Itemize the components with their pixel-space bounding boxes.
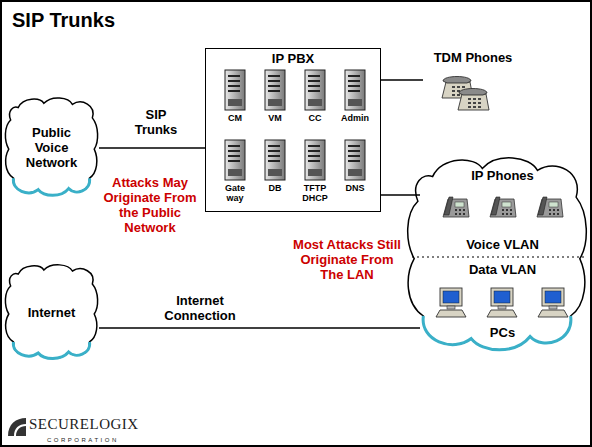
server-label: CC (298, 113, 332, 123)
node-label: IP Phones (420, 168, 585, 183)
server-tower (344, 139, 366, 181)
server-icon: CC (298, 69, 332, 129)
server-label: TFTP DHCP (298, 183, 332, 203)
server-icon: CM (218, 69, 252, 129)
server-icon: Gate way (218, 139, 252, 209)
phone-group: TDM Phones (423, 50, 523, 116)
trunk-line (99, 327, 420, 329)
logo-mark (8, 418, 26, 436)
node-label: Public Voice Network (22, 125, 81, 170)
server-label: VM (258, 113, 292, 123)
server-label: CM (218, 113, 252, 123)
logo-text: SECURELOGIX (29, 417, 159, 432)
pc-icon (436, 288, 466, 317)
server-tower (344, 69, 366, 111)
node-label: IP PBX (210, 51, 376, 66)
ip-phone-icon (490, 197, 516, 217)
tdm-phone-icon (458, 89, 489, 111)
server-icon: DNS (338, 139, 372, 209)
server-label: DNS (338, 183, 372, 193)
node-sublabel: PCs (420, 325, 585, 340)
cloud-outline (5, 98, 97, 195)
logo-subtext: CORPORATION (47, 436, 167, 444)
trunk-line (381, 194, 420, 196)
server-tower (264, 139, 286, 181)
server-tower (224, 139, 246, 181)
edge-label: Internet Connection (158, 293, 242, 323)
slide-title: SIP Trunks (12, 9, 115, 32)
warning-note: Attacks May Originate From the Public Ne… (96, 175, 204, 235)
trunk-line (99, 147, 205, 149)
vlan-area: Data VLAN PCs (420, 262, 585, 340)
server-icon: Admin (338, 69, 372, 129)
network-cloud: Public Voice Network (4, 95, 99, 199)
node-sublabel: Voice VLAN (420, 237, 585, 252)
node-label: Data VLAN (420, 262, 585, 277)
ip-phone-icon (443, 197, 469, 217)
warning-note: Most Attacks Still Originate From The LA… (289, 237, 405, 282)
pc-icon (538, 288, 568, 317)
server-icon: DB (258, 139, 292, 209)
node-label: Internet (16, 305, 87, 320)
server-label: Admin (338, 113, 372, 123)
lan-cloud (408, 158, 587, 350)
ip-phone-icon (537, 197, 563, 217)
server-label: DB (258, 183, 292, 193)
cloud-outline (5, 265, 97, 359)
pbx-box: IP PBX CM VM CC AdminGate way DB TFTP DHCP DNS (205, 48, 381, 212)
server-tower (224, 69, 246, 111)
server-tower (304, 69, 326, 111)
cloud-edge (13, 342, 89, 359)
cloud-edge (13, 178, 89, 195)
node-label: TDM Phones (423, 50, 523, 65)
server-label: Gate way (218, 183, 252, 203)
vlan-divider (412, 256, 586, 257)
server-tower (304, 139, 326, 181)
pc-icon (487, 288, 517, 317)
server-icon: TFTP DHCP (298, 139, 332, 209)
server-icon: VM (258, 69, 292, 129)
network-cloud: Internet (4, 262, 99, 362)
trunk-line (381, 79, 423, 81)
edge-label: SIP Trunks (127, 107, 185, 137)
vlan-area: IP PhonesVoice VLAN (420, 168, 585, 252)
server-tower (264, 69, 286, 111)
